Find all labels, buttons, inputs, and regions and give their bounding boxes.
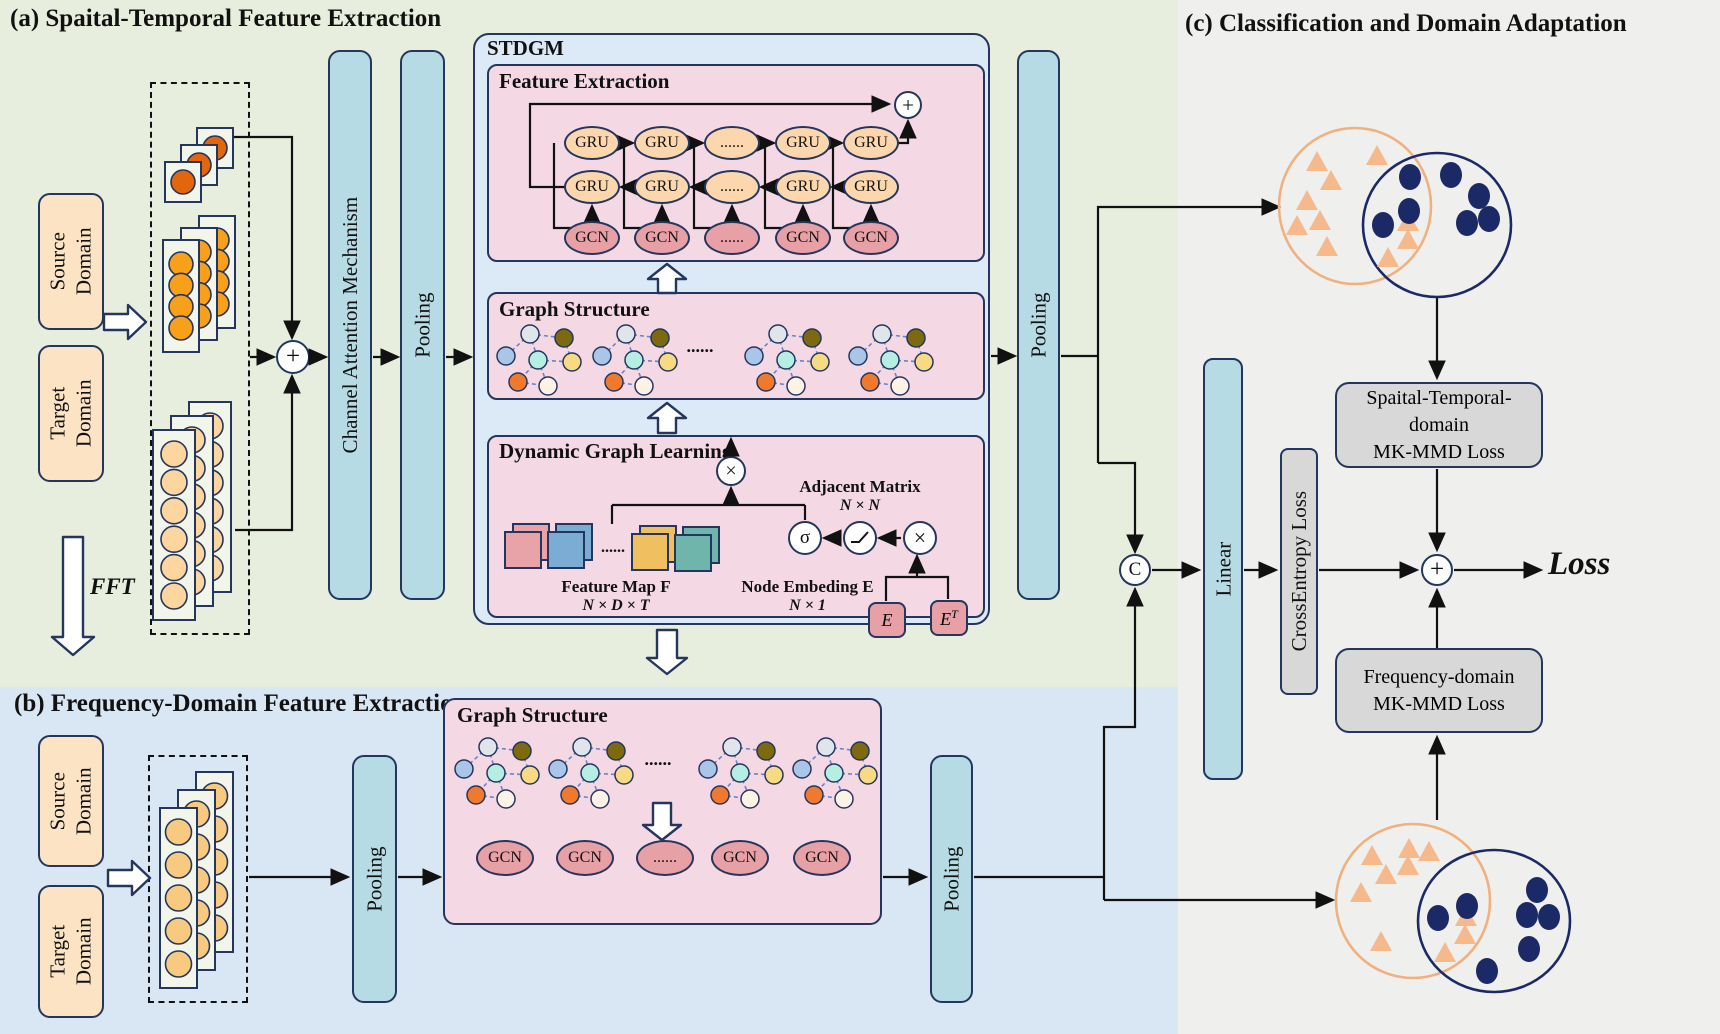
plus-icon: + — [1429, 556, 1445, 583]
gcn-cell: GCN — [634, 221, 690, 255]
pooling-box-b-left: Pooling — [352, 755, 397, 1003]
feature-map-dim: N × D × T — [582, 597, 650, 614]
gcn-cell: GCN — [843, 221, 899, 255]
linear-label: Linear — [1210, 541, 1235, 597]
source-domain-box-b: Source Domain — [38, 735, 104, 867]
plus-icon: + — [285, 343, 301, 370]
times-icon: × — [725, 459, 737, 482]
gru-forward-cell: GRU — [843, 126, 899, 160]
gcn-cell-b: GCN — [793, 840, 851, 876]
panel-c-background — [1178, 0, 1720, 1034]
et-box-label: ET — [940, 606, 958, 629]
graph-structure-title-a: Graph Structure — [499, 297, 650, 321]
loss-output-label: Loss — [1548, 546, 1611, 582]
source-domain-label-b: Source Domain — [45, 767, 96, 835]
freq-mkmmd-label: Frequency-domain MK-MMD Loss — [1363, 665, 1515, 715]
node-embedding-dim: N × 1 — [789, 597, 826, 614]
signal-stack-container-b — [148, 755, 248, 1003]
target-domain-box-a: Target Domain — [38, 345, 104, 482]
gru-forward-cell: ...... — [704, 126, 760, 160]
gru-backward-cell: GRU — [634, 170, 690, 204]
channel-attention-box: Channel Attention Mechanism — [328, 50, 372, 600]
gru-forward-cell: GRU — [564, 126, 620, 160]
graph-structure-box-b — [443, 698, 882, 925]
sigma-icon: σ — [799, 527, 811, 548]
concat-circle: C — [1119, 554, 1151, 586]
e-box-label: E — [881, 609, 893, 630]
pooling-label: Pooling — [939, 846, 964, 912]
signal-stack-container-a — [150, 82, 250, 635]
sum-circle-a: + — [276, 340, 310, 374]
source-domain-label-a: Source Domain — [45, 227, 96, 296]
gru-forward-cell: GRU — [775, 126, 831, 160]
st-mkmmd-label: Spaital-Temporal- domain MK-MMD Loss — [1366, 386, 1512, 463]
pooling-box-a-left: Pooling — [400, 50, 445, 600]
dynamic-graph-learning-title: Dynamic Graph Learning — [499, 439, 733, 463]
target-domain-label-a: Target Domain — [45, 379, 96, 448]
stdgm-label: STDGM — [487, 36, 565, 60]
node-embedding-et-box: ET — [930, 600, 968, 636]
cross-entropy-box: CrossEntropy Loss — [1280, 448, 1318, 695]
gru-forward-cell: GRU — [634, 126, 690, 160]
gcn-cell-b: GCN — [476, 840, 534, 876]
sum-circle-feature-extraction: + — [894, 91, 922, 119]
feature-extraction-title: Feature Extraction — [499, 69, 670, 93]
cross-entropy-label: CrossEntropy Loss — [1286, 491, 1311, 652]
gru-backward-cell: GRU — [775, 170, 831, 204]
panel-a-title: (a) Spaital-Temporal Feature Extraction — [10, 5, 442, 32]
sigma-circle: σ — [788, 521, 822, 555]
gcn-cell: GCN — [775, 221, 831, 255]
pooling-box-b-right: Pooling — [930, 755, 973, 1003]
times-icon: × — [913, 525, 927, 550]
multiply-circle-embedding: × — [903, 521, 937, 555]
source-domain-box-a: Source Domain — [38, 193, 104, 330]
multiply-circle-top: × — [716, 456, 746, 486]
concat-icon: C — [1128, 559, 1142, 580]
node-embedding-label: Node Embeding E — [741, 577, 874, 596]
gcn-cell-b: ...... — [636, 840, 694, 876]
linear-box: Linear — [1203, 358, 1243, 780]
gcn-cell: ...... — [704, 221, 760, 255]
relu-circle — [843, 521, 877, 555]
adjacent-matrix-label: Adjacent Matrix — [799, 477, 921, 496]
fft-label: FFT — [90, 574, 135, 599]
adjacent-matrix-dim: N × N — [839, 497, 881, 514]
target-domain-label-b: Target Domain — [45, 917, 96, 986]
st-mkmmd-box: Spaital-Temporal- domain MK-MMD Loss — [1335, 382, 1543, 468]
pooling-label: Pooling — [1026, 292, 1051, 358]
panel-b-title: (b) Frequency-Domain Feature Extraction — [14, 690, 467, 717]
gru-backward-cell: ...... — [704, 170, 760, 204]
sum-circle-loss: + — [1421, 554, 1453, 586]
panel-c-title: (c) Classification and Domain Adaptation — [1185, 10, 1627, 37]
channel-attention-label: Channel Attention Mechanism — [337, 196, 362, 454]
pooling-label: Pooling — [362, 846, 387, 912]
graph-structure-title-b: Graph Structure — [457, 703, 608, 727]
freq-mkmmd-box: Frequency-domain MK-MMD Loss — [1335, 648, 1543, 733]
pooling-label: Pooling — [410, 292, 435, 358]
feature-map-label: Feature Map F — [561, 577, 671, 596]
node-embedding-e-box: E — [868, 602, 906, 638]
gcn-cell-b: GCN — [711, 840, 769, 876]
gru-backward-cell: GRU — [564, 170, 620, 204]
relu-icon — [851, 531, 869, 543]
target-domain-box-b: Target Domain — [38, 885, 104, 1018]
pooling-box-a-right: Pooling — [1017, 50, 1060, 600]
plus-icon: + — [902, 92, 914, 117]
gru-backward-cell: GRU — [843, 170, 899, 204]
gcn-cell: GCN — [564, 221, 620, 255]
gcn-cell-b: GCN — [556, 840, 614, 876]
